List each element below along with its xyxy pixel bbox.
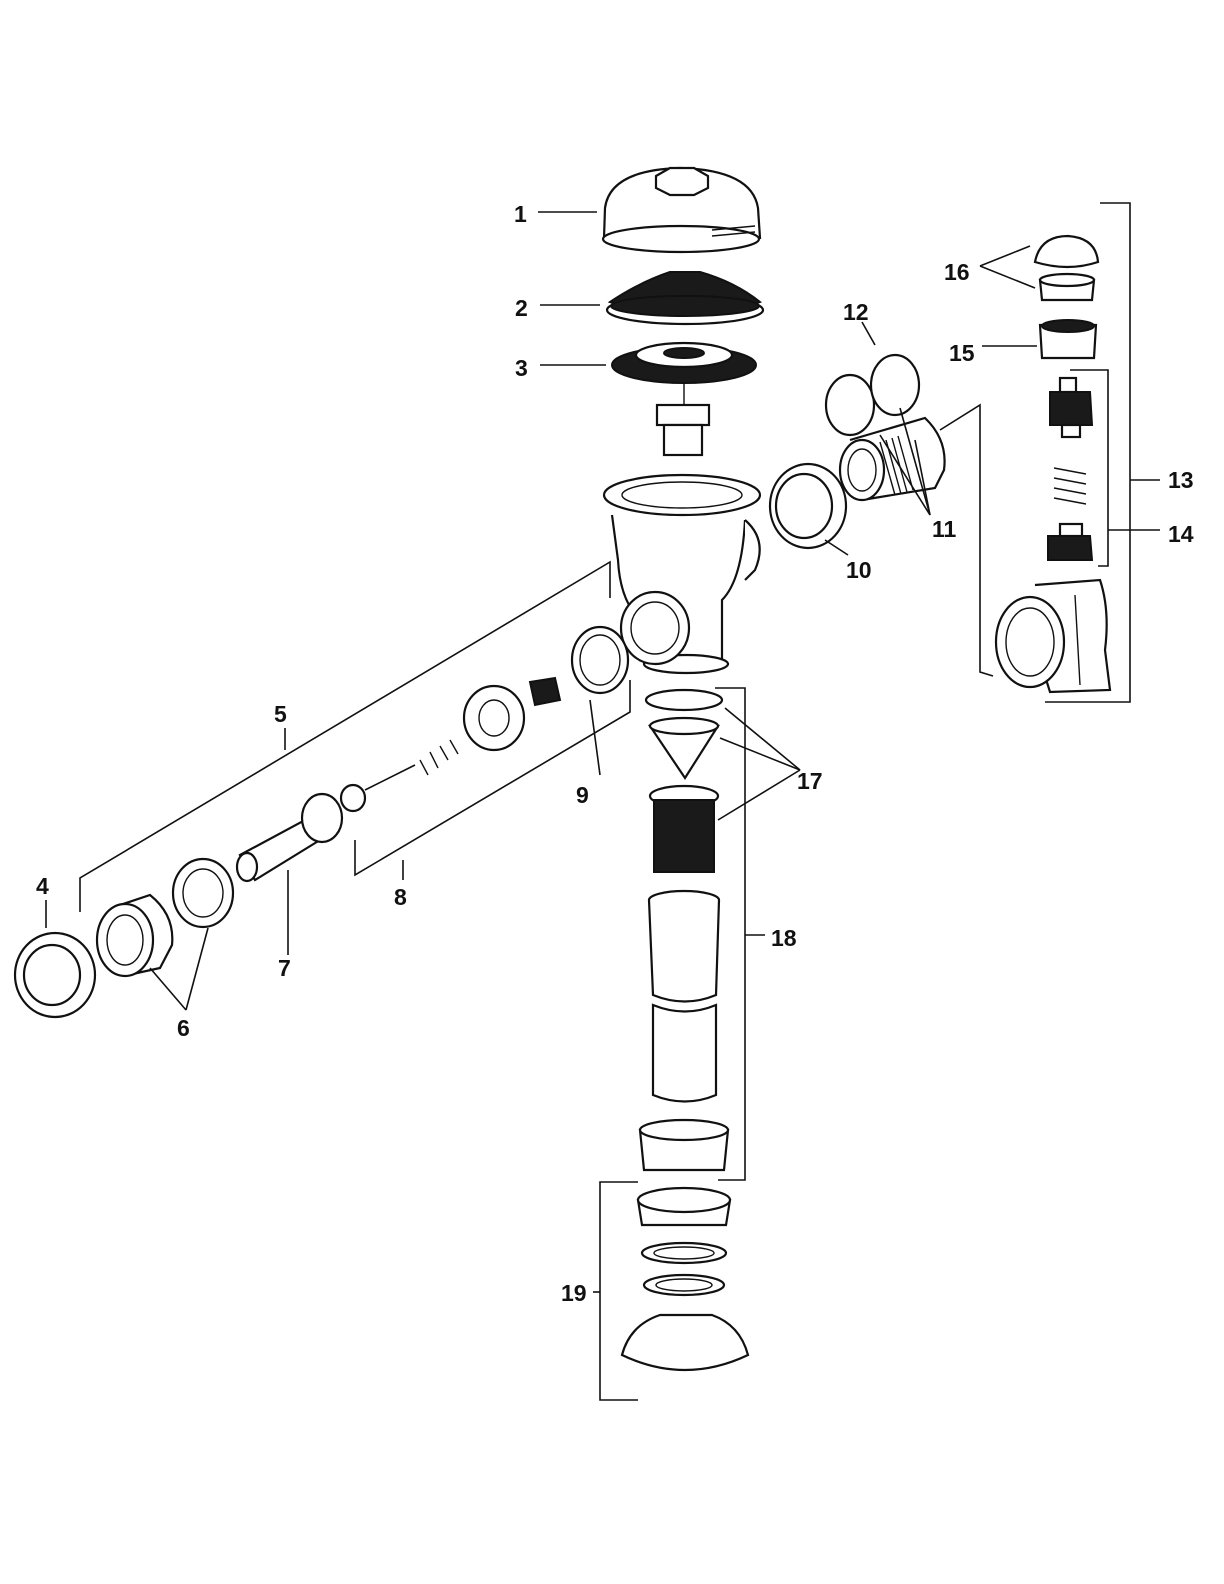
callout-9: 9 bbox=[576, 782, 589, 808]
callout-18: 18 bbox=[771, 925, 797, 951]
callout-16: 16 bbox=[944, 259, 970, 285]
callout-2: 2 bbox=[515, 295, 528, 321]
part-16-stop-cap bbox=[1033, 234, 1100, 302]
part-4-handle-nut bbox=[13, 931, 97, 1019]
callout-7: 7 bbox=[278, 955, 291, 981]
callout-13: 13 bbox=[1168, 467, 1194, 493]
callout-12: 12 bbox=[843, 299, 869, 325]
callout-10: 10 bbox=[846, 557, 872, 583]
callout-5: 5 bbox=[274, 701, 287, 727]
callout-3: 3 bbox=[515, 355, 528, 381]
part-17-bypass-assembly bbox=[644, 688, 724, 873]
callout-17: 17 bbox=[797, 768, 823, 794]
part-11-tailpiece bbox=[824, 353, 946, 502]
part-14-stem-assembly bbox=[1047, 376, 1094, 561]
part-9-gasket bbox=[570, 625, 630, 695]
callout-19: 19 bbox=[561, 1280, 587, 1306]
part-18-inside-cover bbox=[638, 889, 730, 1172]
part-6-handle-coupling bbox=[95, 857, 235, 978]
part-2-diaphragm bbox=[605, 271, 765, 326]
callout-6: 6 bbox=[177, 1015, 190, 1041]
callout-15: 15 bbox=[949, 340, 975, 366]
part-15-bonnet bbox=[1038, 319, 1098, 360]
callout-4: 4 bbox=[36, 873, 49, 899]
leader-lines bbox=[45, 202, 1160, 1401]
part-7-handle bbox=[235, 792, 344, 883]
callout-1: 1 bbox=[514, 201, 527, 227]
callout-14: 14 bbox=[1168, 521, 1194, 547]
part-1-cover-cap bbox=[601, 166, 762, 254]
part-19-spud-coupling bbox=[620, 1186, 750, 1372]
stop-valve-body bbox=[994, 578, 1112, 694]
part-8-plunger-assembly bbox=[339, 676, 562, 813]
part-10-coupling-nut bbox=[768, 462, 848, 550]
callout-11: 11 bbox=[932, 516, 957, 542]
part-3-relief-valve bbox=[611, 341, 757, 457]
valve-body bbox=[602, 473, 762, 675]
callout-8: 8 bbox=[394, 884, 407, 910]
callout-labels: 1 2 3 4 5 6 7 8 9 10 11 12 13 14 15 16 1… bbox=[36, 201, 1194, 1306]
